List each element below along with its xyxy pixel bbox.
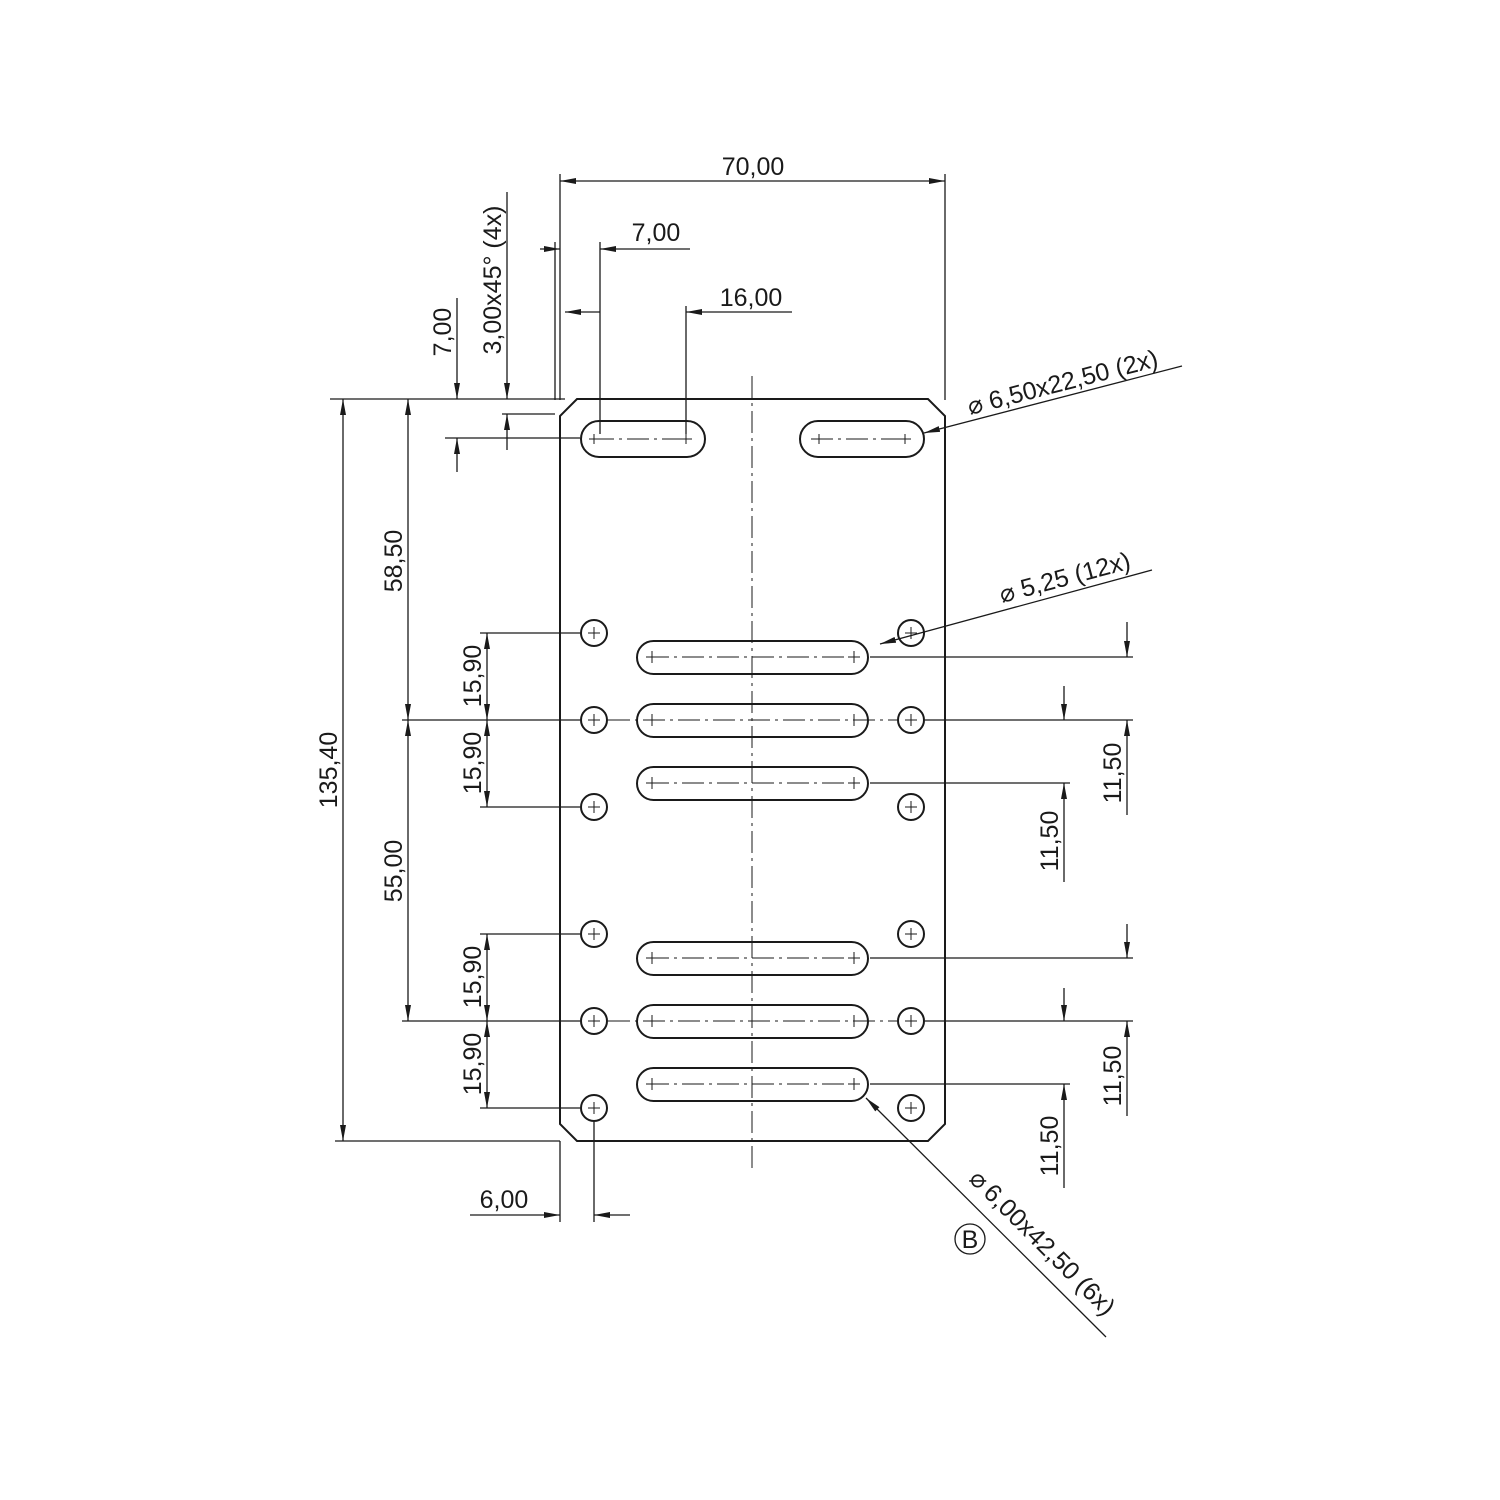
long-slot <box>636 941 869 976</box>
dim-hole-pitch: 15,90 <box>459 1033 487 1096</box>
hole <box>580 619 608 647</box>
leader-long-slot <box>865 1097 1107 1338</box>
top-slots <box>580 420 925 458</box>
dim-chamfer: 3,00x45° (4x) <box>479 206 507 355</box>
dim-slot-pitch: 11,50 <box>1099 743 1127 804</box>
dim-slot-center-span: 16,00 <box>720 284 783 312</box>
dim-hole-pitch: 15,90 <box>459 946 487 1009</box>
long-slot <box>636 1067 869 1102</box>
dim-slot-pitch: 11,50 <box>1099 1046 1127 1107</box>
callout-hole: ⌀ 5,25 (12x) <box>996 547 1133 609</box>
dim-hole-edge-offset: 6,00 <box>480 1186 529 1214</box>
callout-long-slot: ⌀ 6,00x42,50 (6x) <box>964 1164 1121 1321</box>
long-slot <box>636 766 869 801</box>
top-slot-right <box>799 420 925 458</box>
hole <box>897 1094 925 1122</box>
dim-hole-pitch: 15,90 <box>459 732 487 795</box>
hole <box>580 706 608 734</box>
hole <box>580 793 608 821</box>
callout-long-slot-text: 6,00x42,50 (6x) <box>978 1179 1121 1322</box>
callout-top-slot-text: 6,50x22,50 (2x) <box>986 345 1161 416</box>
diameter-symbol: ⌀ <box>964 390 986 421</box>
dimension-lines <box>340 178 1183 1338</box>
top-slot-left <box>580 420 706 458</box>
hole <box>580 1094 608 1122</box>
datum-marker: B <box>954 1223 986 1255</box>
dim-overall-width: 70,00 <box>722 153 785 181</box>
dimension-texts: 70,00 7,00 16,00 3,00x45° (4x) 7,00 135,… <box>315 153 1127 1214</box>
diameter-symbol: ⌀ <box>996 578 1018 609</box>
callout-hole-text: 5,25 (12x) <box>1018 547 1134 603</box>
long-slots <box>608 640 898 1102</box>
hole <box>897 793 925 821</box>
hole <box>580 1007 608 1035</box>
dim-slot-left-offset: 7,00 <box>632 219 681 247</box>
dim-slot-pitch: 11,50 <box>1036 811 1064 872</box>
dim-top-slot-offset: 7,00 <box>429 308 457 357</box>
hole <box>897 619 925 647</box>
hole <box>897 920 925 948</box>
dim-group-spacing: 55,00 <box>380 840 408 903</box>
hole <box>580 920 608 948</box>
leader-top-slot <box>923 365 1183 434</box>
dim-hole-pitch: 15,90 <box>459 645 487 708</box>
dim-upper-group-offset: 58,50 <box>380 530 408 593</box>
extension-lines <box>330 174 1133 1222</box>
dim-overall-height: 135,40 <box>315 732 343 808</box>
plate-outline <box>559 398 946 1142</box>
callout-top-slot: ⌀ 6,50x22,50 (2x) <box>964 345 1160 421</box>
leader-hole <box>879 569 1153 645</box>
datum-label: B <box>962 1226 979 1254</box>
dim-slot-pitch: 11,50 <box>1036 1116 1064 1177</box>
long-slot <box>636 640 869 675</box>
